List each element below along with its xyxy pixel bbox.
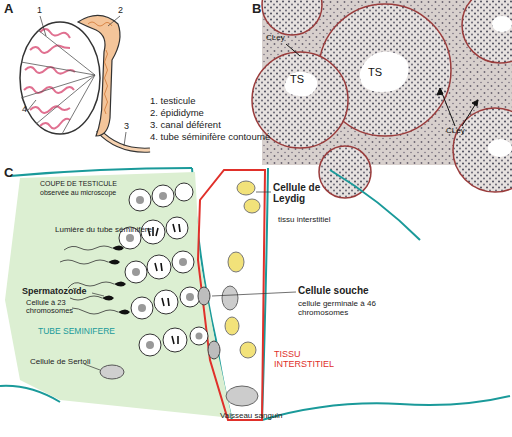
micrograph-label: CLey (446, 127, 465, 136)
cley-arrows (286, 44, 478, 126)
structure-label: Lumière du tube séminifère (55, 226, 152, 235)
tissue-label: tissu interstitiel (278, 216, 330, 225)
sertoli-nucleus (100, 365, 124, 379)
membrane-lines (0, 168, 510, 420)
vas-deferens-fill (98, 130, 150, 150)
septa (21, 30, 95, 134)
micrograph-label: TS (290, 73, 304, 85)
callout-leaders (28, 16, 126, 146)
region-title: TUBE SEMINIFERE (38, 327, 115, 336)
cell-label: Cellule souche (298, 285, 369, 296)
key-item: 2. épididyme (150, 108, 204, 118)
key-item: 1. testicule (150, 96, 195, 106)
vas-deferens (98, 130, 150, 150)
callout-number: 4 (22, 105, 27, 115)
callout-number: 3 (124, 122, 129, 132)
seminiferous-tubules (252, 0, 512, 198)
panel-letter: C (4, 166, 13, 180)
key-item: 3. canal déférent (150, 120, 221, 130)
cell-label: Cellule de Sertoli (30, 358, 90, 367)
blood-vessels (222, 286, 258, 406)
region-shape (198, 170, 265, 420)
cell-description: cellule germinale à 46 chromosomes (298, 300, 384, 318)
micrograph-label: TS (368, 66, 382, 78)
region-shape (5, 172, 232, 418)
epididymis-coils (88, 22, 112, 114)
key-item: 4. tube séminifère contourné (150, 132, 270, 142)
section-subtitle: observée au microscope (40, 189, 116, 197)
region-title: TISSU INTERSTITIEL (274, 350, 344, 370)
structure-label: Vaisseau sanguin (220, 412, 283, 421)
tubule-lumens (285, 16, 512, 157)
callout-number: 2 (118, 6, 123, 16)
testis-outline (20, 22, 100, 134)
tubule-lobules (24, 29, 75, 129)
panel-letter: B (252, 2, 261, 16)
panel-letter: A (4, 2, 13, 16)
cell-label: Cellule de Leydig (273, 182, 333, 204)
cell-label: Spermatozoïde (22, 287, 87, 297)
testis-drawing (20, 15, 150, 150)
cell-description: Cellule à 23 chromosomes (26, 299, 84, 316)
micrograph (252, 0, 512, 198)
epididymis (78, 15, 120, 136)
callout-number: 1 (37, 6, 42, 16)
micrograph-label: CLey (266, 34, 285, 43)
section-title: COUPE DE TESTICULE (40, 180, 117, 188)
leydig-cells (225, 181, 260, 358)
